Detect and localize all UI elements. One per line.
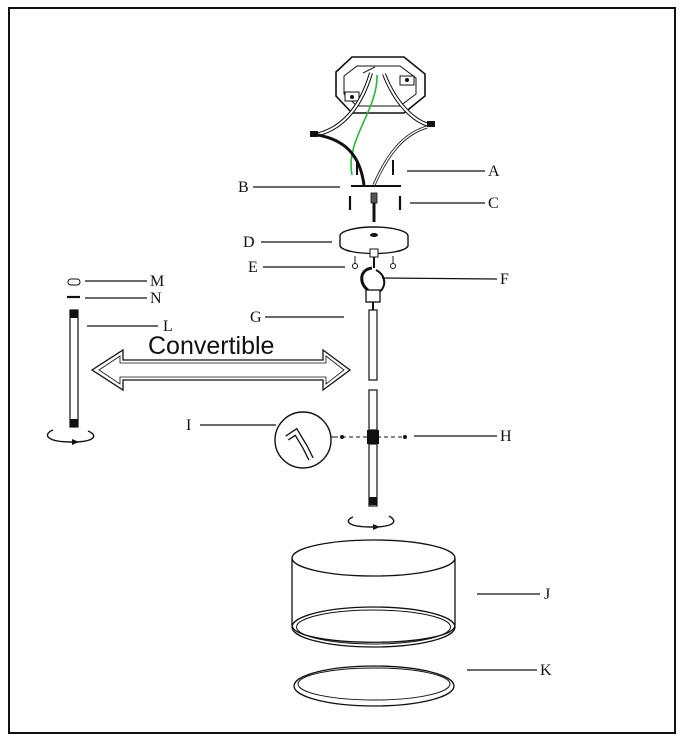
label-i: I [186,417,191,434]
leader-lines [85,170,540,671]
alternate-rod-assembly [67,278,81,428]
label-j: J [544,586,550,603]
label-c: C [488,195,499,212]
canopy [339,226,409,255]
label-h: H [500,428,512,445]
label-k: K [540,662,552,679]
allen-key-detail [274,411,338,469]
stem-rod-upper [368,309,378,381]
label-b: B [238,179,249,196]
junction-box [335,56,426,114]
label-f: F [500,271,509,288]
label-a: A [488,163,500,180]
rotation-arrow-left [46,429,95,445]
label-g: G [250,309,262,326]
convertible-double-arrow [90,348,352,392]
supply-wires [310,72,435,186]
canopy-screws [352,248,396,269]
drum-shade [291,539,456,648]
label-n: N [150,290,162,307]
rotation-arrow-right [347,515,395,530]
diffuser-disc [293,665,455,707]
mounting-hardware [348,160,402,222]
swivel-hook [360,266,386,310]
label-m: M [150,273,164,290]
stem-rod-lower [340,389,407,507]
label-l: L [163,318,173,335]
label-e: E [248,259,258,276]
label-d: D [243,234,255,251]
convertible-text: Convertible [148,332,274,360]
